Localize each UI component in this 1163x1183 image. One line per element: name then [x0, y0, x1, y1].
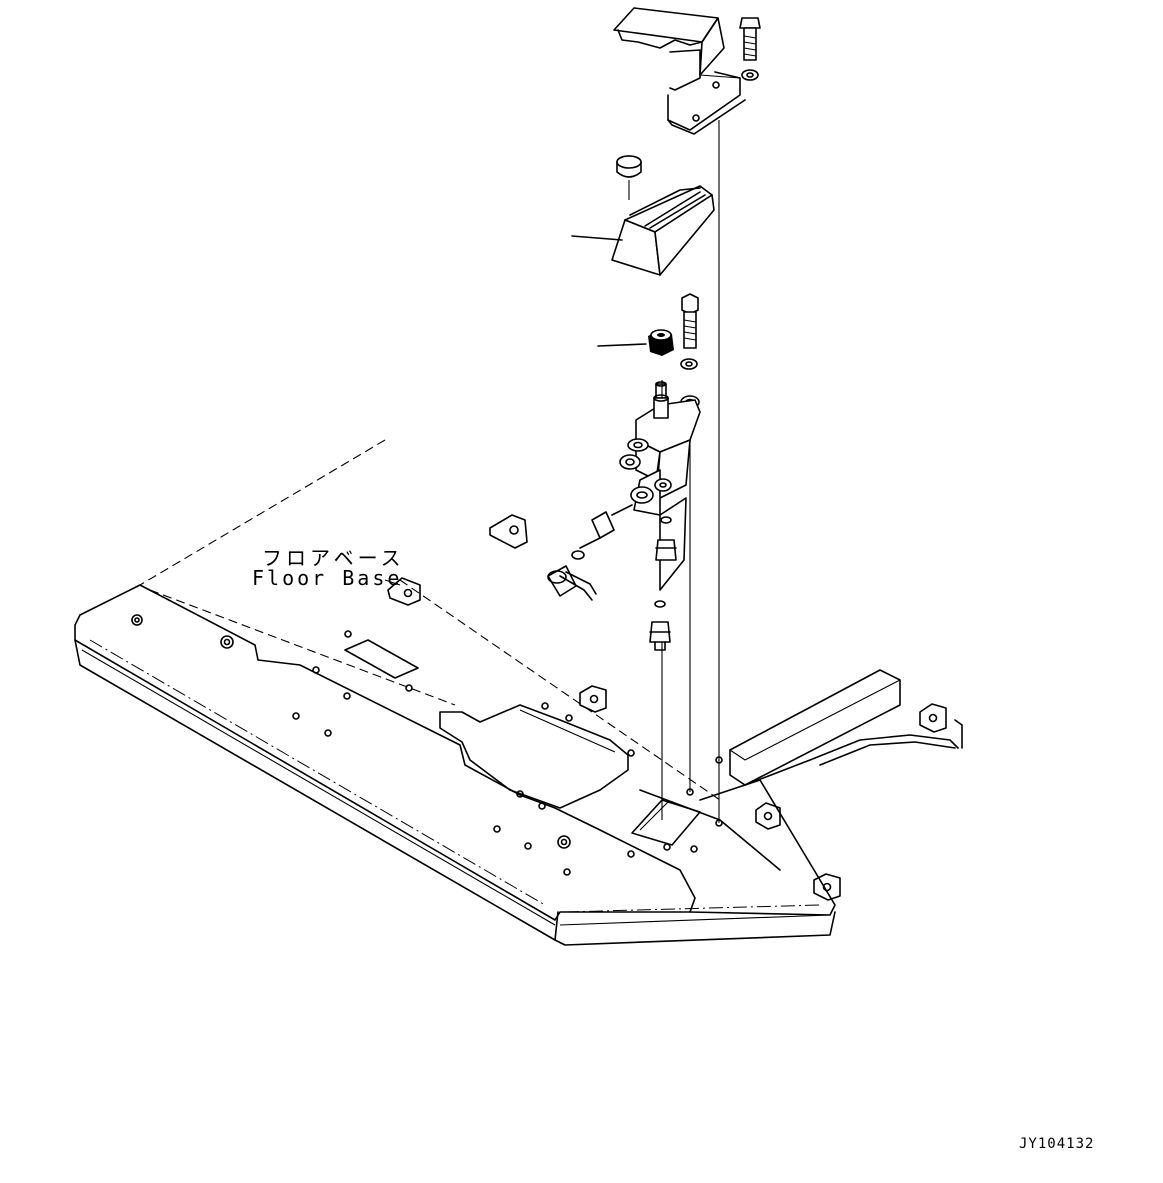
floor-base-plate: [74, 584, 836, 946]
middle-bolt: [680, 293, 700, 409]
floor-base-label-japanese: フロアベース: [262, 546, 405, 570]
pedal-pad: [571, 185, 715, 276]
rear-frame-beam: [729, 669, 963, 786]
floor-outline-dashed: [139, 439, 721, 801]
assembly-centerlines: [661, 120, 720, 823]
lock-nut: [597, 329, 674, 399]
floor-base-label-english: Floor Base: [252, 566, 403, 590]
mounting-tabs: [387, 514, 947, 901]
elbow-fitting: [547, 504, 633, 601]
pedal-bracket: [613, 7, 746, 135]
top-mounting-bolt: [739, 17, 761, 81]
drawing-code: JY104132: [1019, 1136, 1095, 1152]
floor-holes: [131, 614, 723, 876]
floor-base-leader: [384, 579, 401, 586]
adapter-fitting: [649, 516, 677, 651]
rubber-stopper: [616, 155, 642, 200]
